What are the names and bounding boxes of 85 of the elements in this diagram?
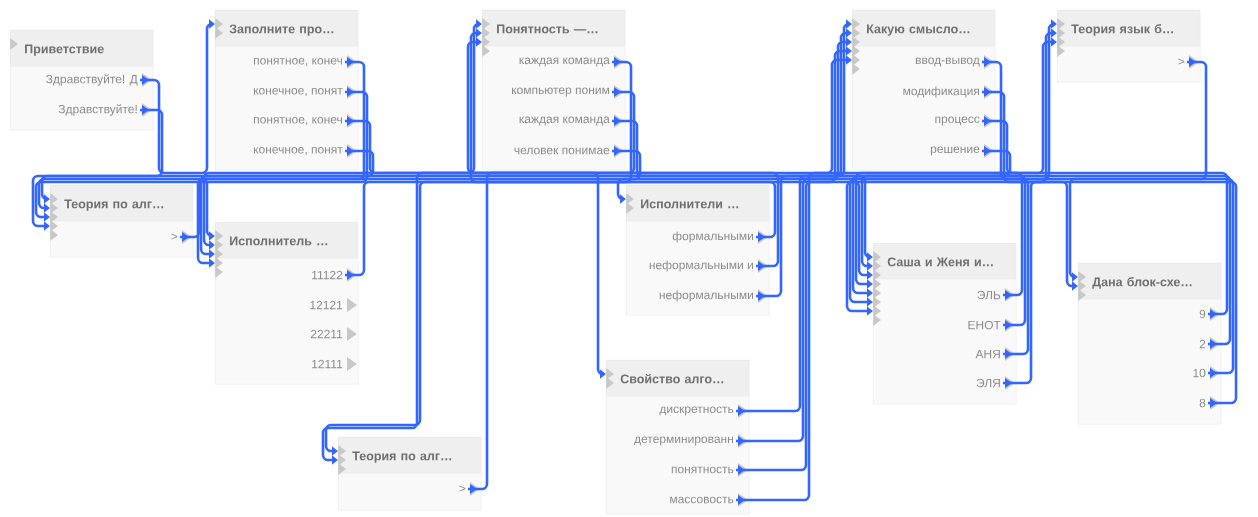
menu-option: компьютер поним xyxy=(512,85,624,99)
node-label: ввод-вывод xyxy=(915,57,980,67)
menu-option: ЭЛЯ xyxy=(976,376,1015,390)
menu-option: 8 xyxy=(1199,396,1220,410)
node-label: конечное, понят xyxy=(253,147,343,155)
node-label: понятность xyxy=(671,466,734,474)
menu-option: конечное, понят xyxy=(253,144,357,158)
node-label: 12111 xyxy=(312,359,343,369)
node-label: детерминированн xyxy=(634,436,733,446)
menu-option: массовость xyxy=(670,493,748,507)
node-label: понятное, конеч xyxy=(253,58,342,66)
menu-option: ввод-вывод xyxy=(915,55,994,69)
menu-option: ЕНОТ xyxy=(968,318,1015,332)
connector xyxy=(845,180,1238,405)
node-label: понятное, конеч xyxy=(253,117,342,125)
menu-option: 11122 xyxy=(312,268,357,282)
node-label: компьютер поним xyxy=(512,87,609,97)
node-label: человек понимае xyxy=(514,147,610,155)
menu-option: > xyxy=(459,482,480,496)
menu-option: неформальными xyxy=(659,289,768,303)
node-label: 12121 xyxy=(310,300,343,310)
node-label: неформальными xyxy=(659,290,753,302)
node-label: 10 xyxy=(1193,368,1206,378)
menu-option: неформальными и xyxy=(649,259,768,273)
menu-option: АНЯ xyxy=(975,347,1015,361)
connector xyxy=(466,37,780,268)
menu-option: формальными xyxy=(672,230,768,244)
menu-option: решение xyxy=(930,144,994,158)
connector xyxy=(199,174,1027,327)
node-label: конечное, понят xyxy=(253,88,343,96)
menu-option: каждая команда xyxy=(519,114,624,128)
node-label: процесс xyxy=(935,116,980,126)
node-label: неформальными и xyxy=(649,260,753,272)
menu-option: 10 xyxy=(1193,366,1220,380)
connector xyxy=(854,171,1229,316)
menu-option: процесс xyxy=(935,114,994,128)
node-label: массовость xyxy=(670,496,734,504)
menu-option: понятное, конеч xyxy=(254,114,357,128)
connector xyxy=(469,28,777,239)
connector xyxy=(848,177,1235,375)
node-label: > xyxy=(459,485,466,492)
menu-option: 12121 xyxy=(310,298,357,312)
node-label: решение xyxy=(930,146,980,156)
connector xyxy=(756,174,873,298)
connector xyxy=(1003,180,1078,385)
node-label: каждая команда xyxy=(519,57,610,67)
menu-option: > xyxy=(1178,55,1199,69)
connector xyxy=(345,19,482,175)
menu-option: ЭЛЬ xyxy=(977,288,1015,302)
menu-option: понятное, конеч xyxy=(254,55,357,69)
node-label: > xyxy=(1178,58,1185,65)
node-label: > xyxy=(171,233,178,240)
node-label: Здравствуйте! xyxy=(58,104,137,116)
menu-option: > xyxy=(171,230,192,244)
node-label: дискретность xyxy=(659,406,734,416)
menu-option: 9 xyxy=(1199,307,1220,321)
node-label: 9 xyxy=(1199,309,1206,319)
connector xyxy=(851,174,1232,346)
node-label: Здравствуйте! Д xyxy=(46,74,138,86)
menu-option: 2 xyxy=(1199,337,1220,351)
node-label: формальными xyxy=(672,231,753,243)
menu-option: детерминированн xyxy=(634,434,748,448)
connector xyxy=(612,19,852,178)
node-label: ЭЛЬ xyxy=(977,290,1001,300)
node-label: 2 xyxy=(1199,339,1206,349)
menu-option: 22211 xyxy=(310,327,357,341)
node-label: АНЯ xyxy=(975,349,1000,359)
node-label: 11122 xyxy=(312,270,343,280)
connector xyxy=(202,171,1024,297)
node-label: ЭЛЯ xyxy=(976,378,1000,388)
menu-option: каждая команда xyxy=(519,55,624,69)
menu-option: дискретность xyxy=(659,404,748,418)
node-label: ЕНОТ xyxy=(968,320,1001,330)
menu-option: 12111 xyxy=(312,357,357,371)
menu-option: понятность xyxy=(671,463,748,477)
node-label: 22211 xyxy=(310,329,343,339)
menu-option: человек понимае xyxy=(514,144,624,158)
connector xyxy=(196,177,1030,356)
menu-option: Здравствуйте! xyxy=(58,103,152,117)
menu-option: Здравствуйте! Д xyxy=(46,73,152,87)
menu-option: конечное, понят xyxy=(253,85,357,99)
node-label: каждая команда xyxy=(519,116,610,126)
node-label: модификация xyxy=(903,86,979,98)
menu-option: модификация xyxy=(903,85,994,99)
node-label: 8 xyxy=(1199,398,1206,408)
